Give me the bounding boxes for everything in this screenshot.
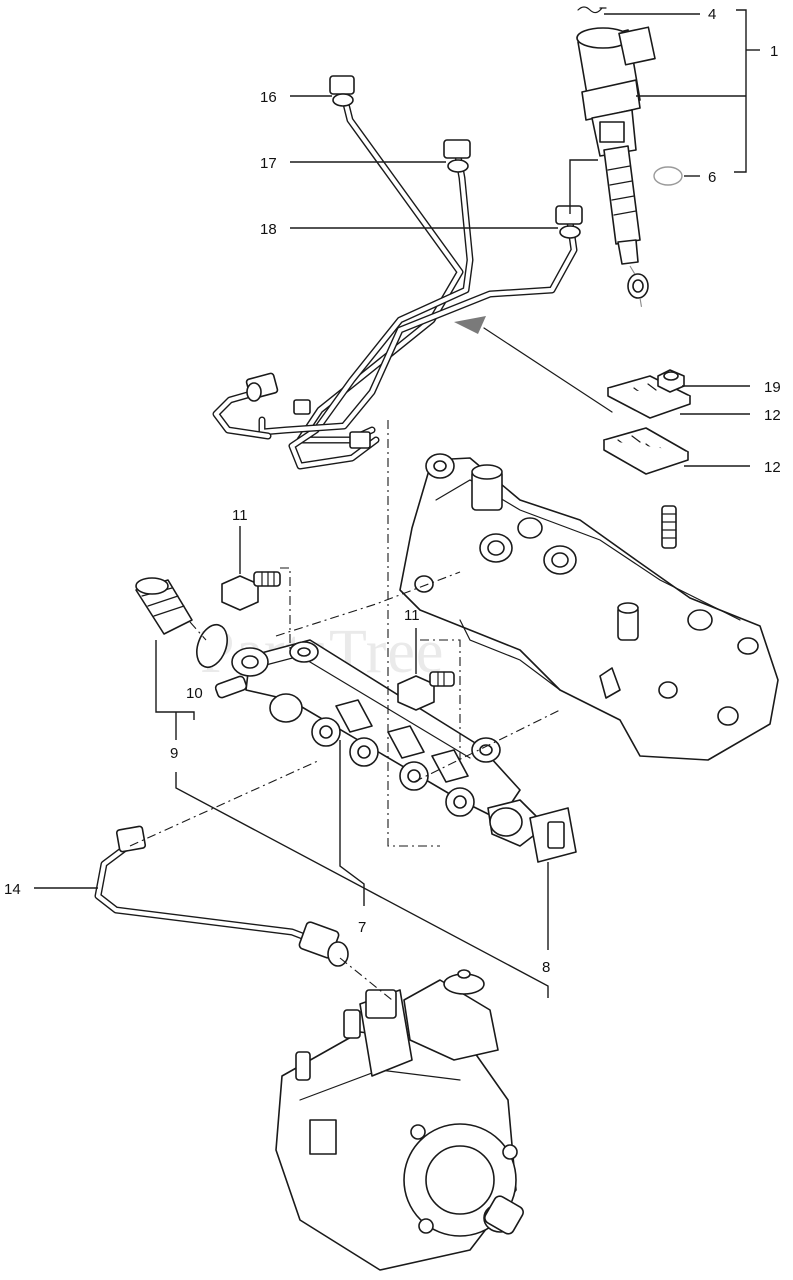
assembly-arrow [454, 316, 613, 413]
callout-7: 7 [358, 919, 366, 936]
manifold-bracket [399, 453, 779, 761]
callout-14: 14 [4, 881, 21, 898]
nut-19 [657, 369, 685, 393]
callout-4: 4 [708, 6, 716, 23]
leader-lines [34, 9, 760, 998]
fuel-injector [576, 6, 656, 311]
callout-17: 17 [260, 155, 277, 172]
o-ring-6 [653, 166, 683, 186]
callout-10: 10 [186, 685, 203, 702]
pipe-clamps [603, 375, 691, 549]
callout-12-upper: 12 [764, 407, 781, 424]
assembly-lines [129, 420, 561, 1001]
callout-12-lower: 12 [764, 459, 781, 476]
pressure-valve [135, 577, 193, 635]
callout-labels: 4 1 6 16 17 18 19 12 12 11 11 10 9 14 7 … [4, 6, 781, 976]
rail-pressure-sensor [487, 799, 577, 863]
high-pressure-pump [275, 969, 524, 1271]
callout-1: 1 [770, 43, 778, 60]
seal-ring-10 [196, 623, 228, 669]
callout-11-lower: 11 [404, 607, 420, 624]
callout-18: 18 [260, 221, 277, 238]
callout-19: 19 [764, 379, 781, 396]
injection-pipes [212, 75, 583, 470]
common-rail [214, 639, 521, 821]
supply-pipe [94, 825, 349, 967]
callout-6: 6 [708, 169, 716, 186]
callout-8: 8 [542, 959, 550, 976]
callout-16: 16 [260, 89, 277, 106]
bolt-11-lower [397, 671, 455, 711]
bolt-11-upper [221, 571, 281, 611]
callout-11-upper: 11 [232, 507, 248, 524]
callout-9: 9 [170, 745, 178, 762]
